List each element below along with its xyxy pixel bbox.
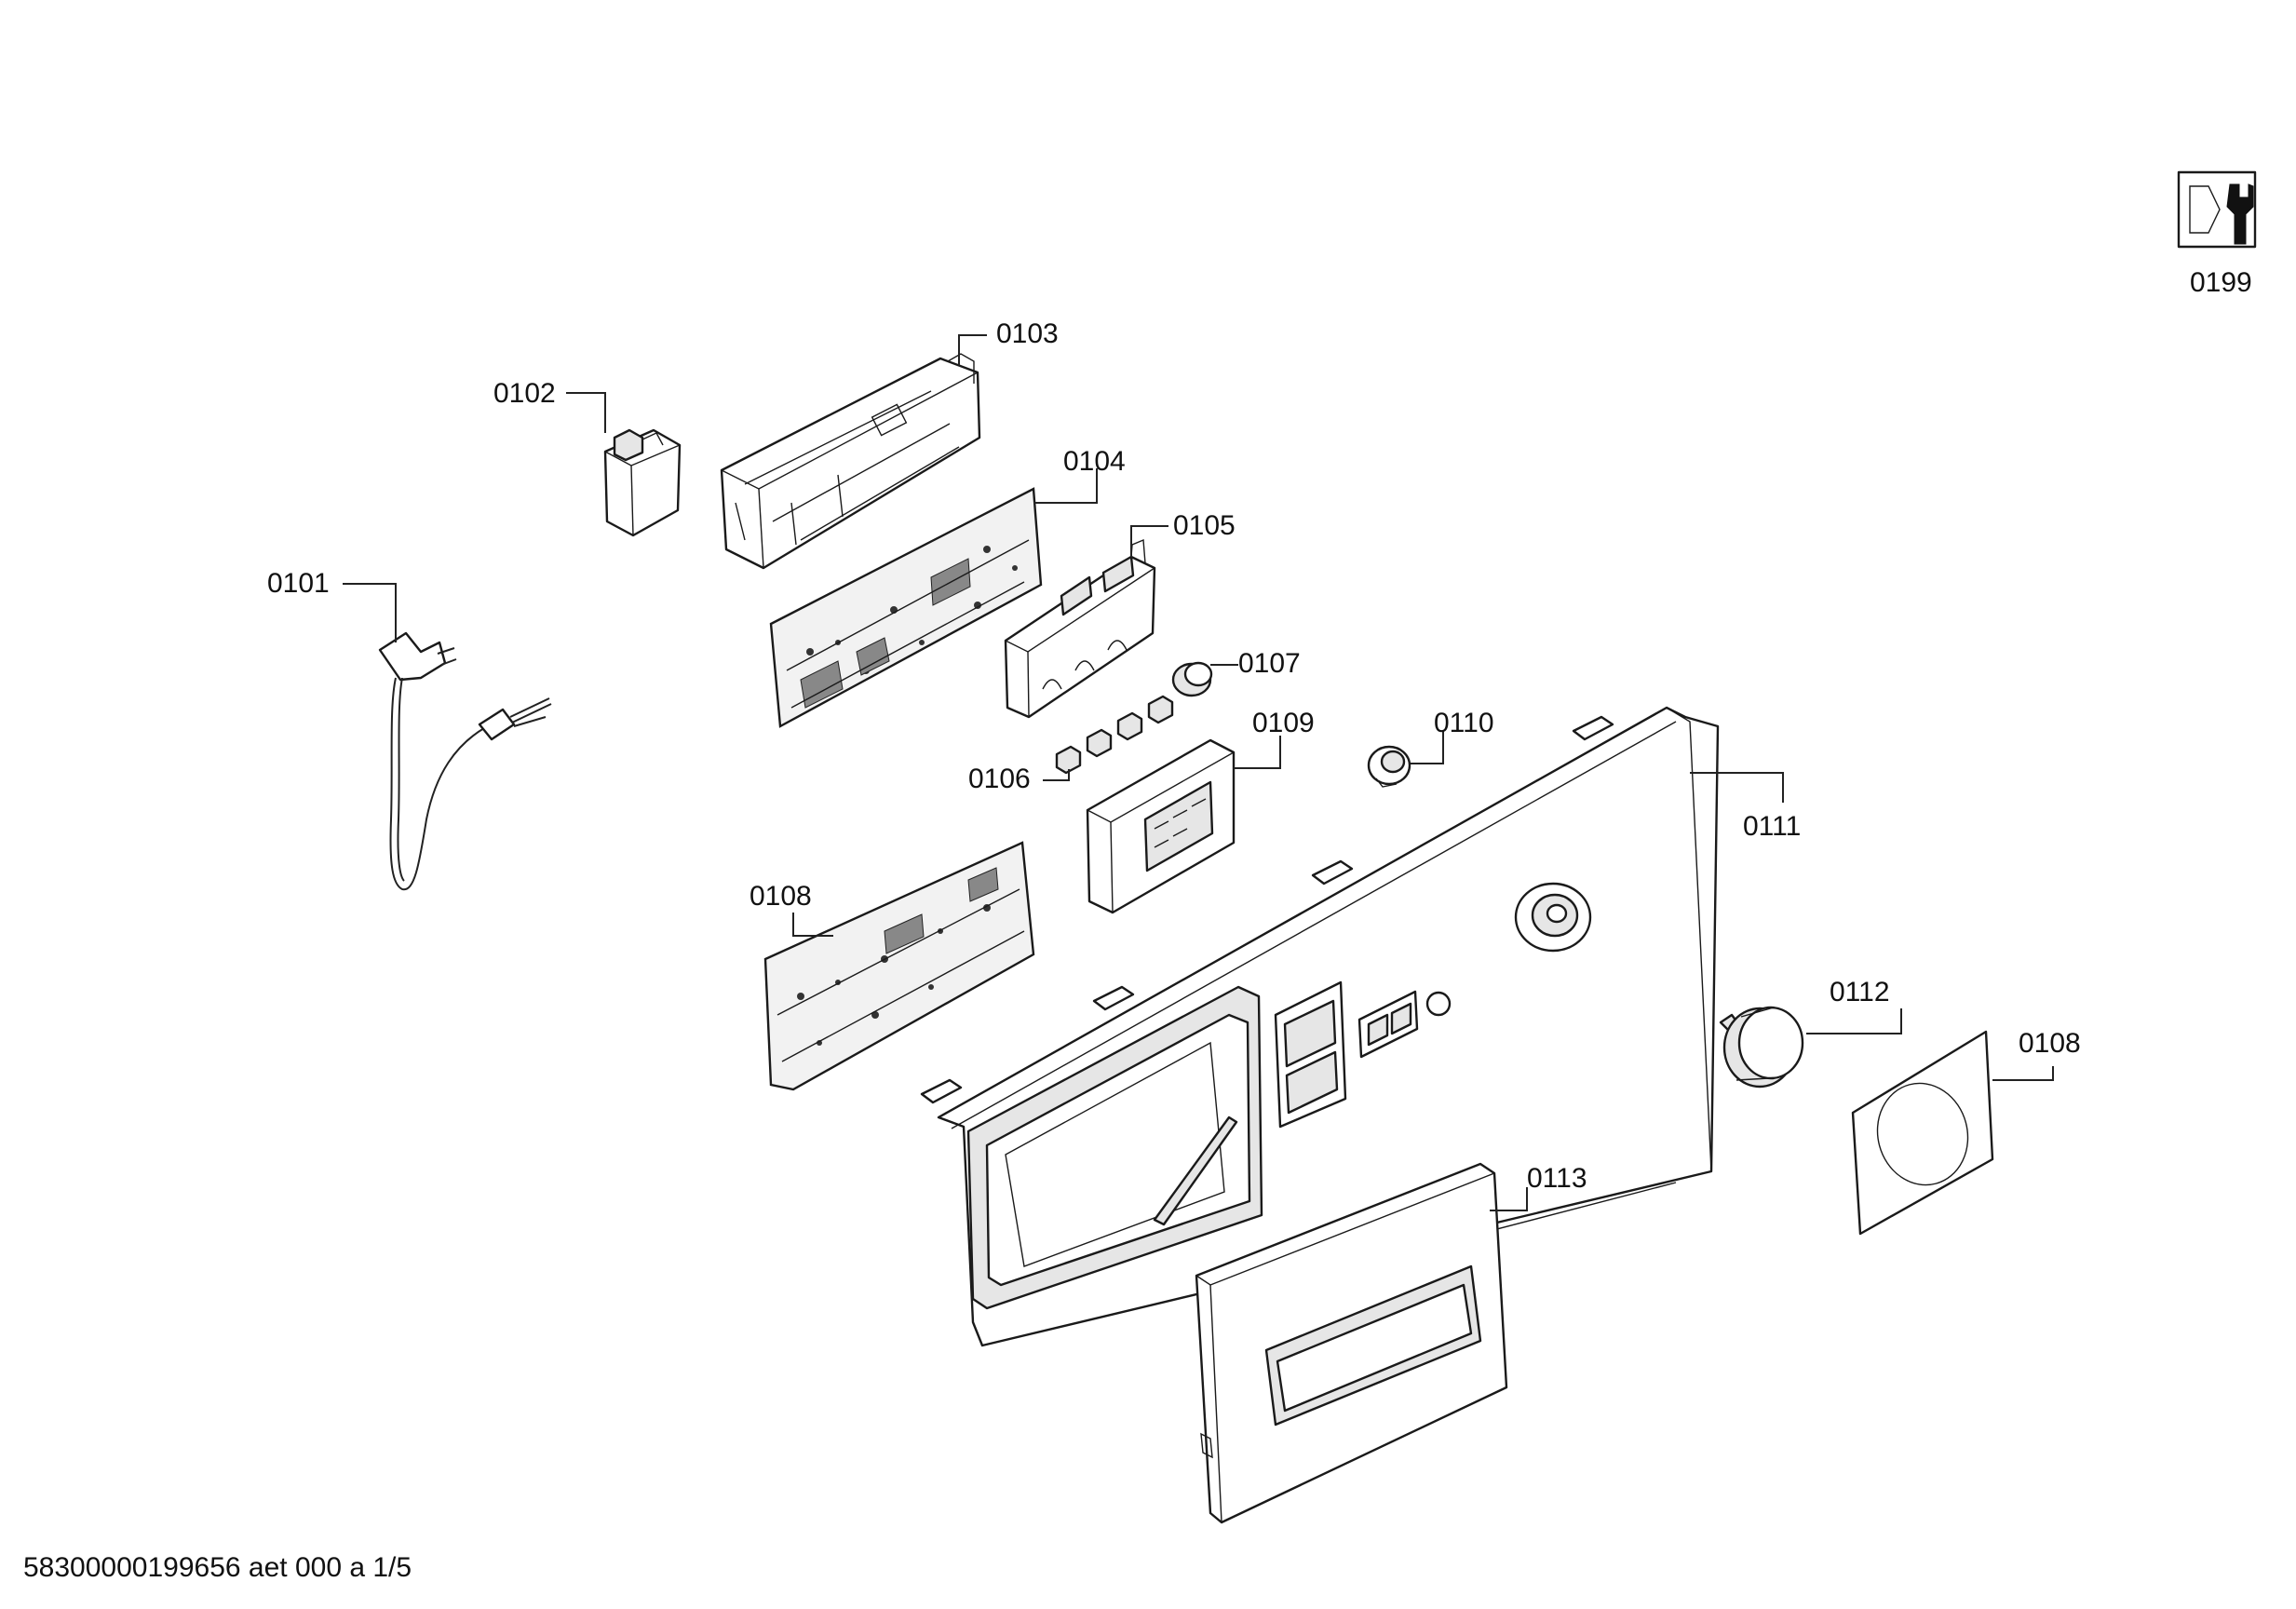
- callout-0199: 0199: [2190, 267, 2252, 298]
- drawing-reference: 58300000199656 aet 000 a 1/5: [23, 1552, 412, 1583]
- callout-0105: 0105: [1173, 510, 1236, 541]
- knob-label-foil-part: [1851, 1030, 1994, 1236]
- small-knob-part: [1171, 661, 1213, 697]
- detergent-drawer-handle-part: [1195, 1162, 1508, 1524]
- push-buttons-part: [1055, 695, 1174, 775]
- callout-0108-right: 0108: [2019, 1028, 2081, 1059]
- module-housing-part: [720, 353, 981, 570]
- control-module-board-part: [763, 841, 1035, 1091]
- tool-wrench-icon: [2177, 170, 2257, 249]
- callout-0113: 0113: [1527, 1163, 1587, 1194]
- selector-axle-part: [1367, 745, 1411, 788]
- callout-0110: 0110: [1434, 708, 1494, 738]
- callout-0108-left: 0108: [750, 881, 812, 912]
- callout-0107: 0107: [1238, 648, 1301, 679]
- callout-0106: 0106: [968, 764, 1031, 794]
- display-holder-part: [1086, 738, 1236, 914]
- callout-0103: 0103: [996, 318, 1059, 349]
- interference-filter-part: [603, 428, 682, 537]
- callout-0109: 0109: [1252, 708, 1315, 738]
- power-cord-part: [378, 631, 552, 891]
- power-module-board-part: [769, 487, 1043, 728]
- program-selector-knob-part: [1719, 1006, 1804, 1088]
- callout-0112: 0112: [1830, 977, 1890, 1007]
- callout-0104: 0104: [1063, 446, 1126, 477]
- control-panel-fascia-part: [920, 706, 1720, 1347]
- callout-0111: 0111: [1743, 811, 1801, 842]
- callout-0101: 0101: [267, 568, 330, 599]
- callout-0102: 0102: [493, 378, 556, 409]
